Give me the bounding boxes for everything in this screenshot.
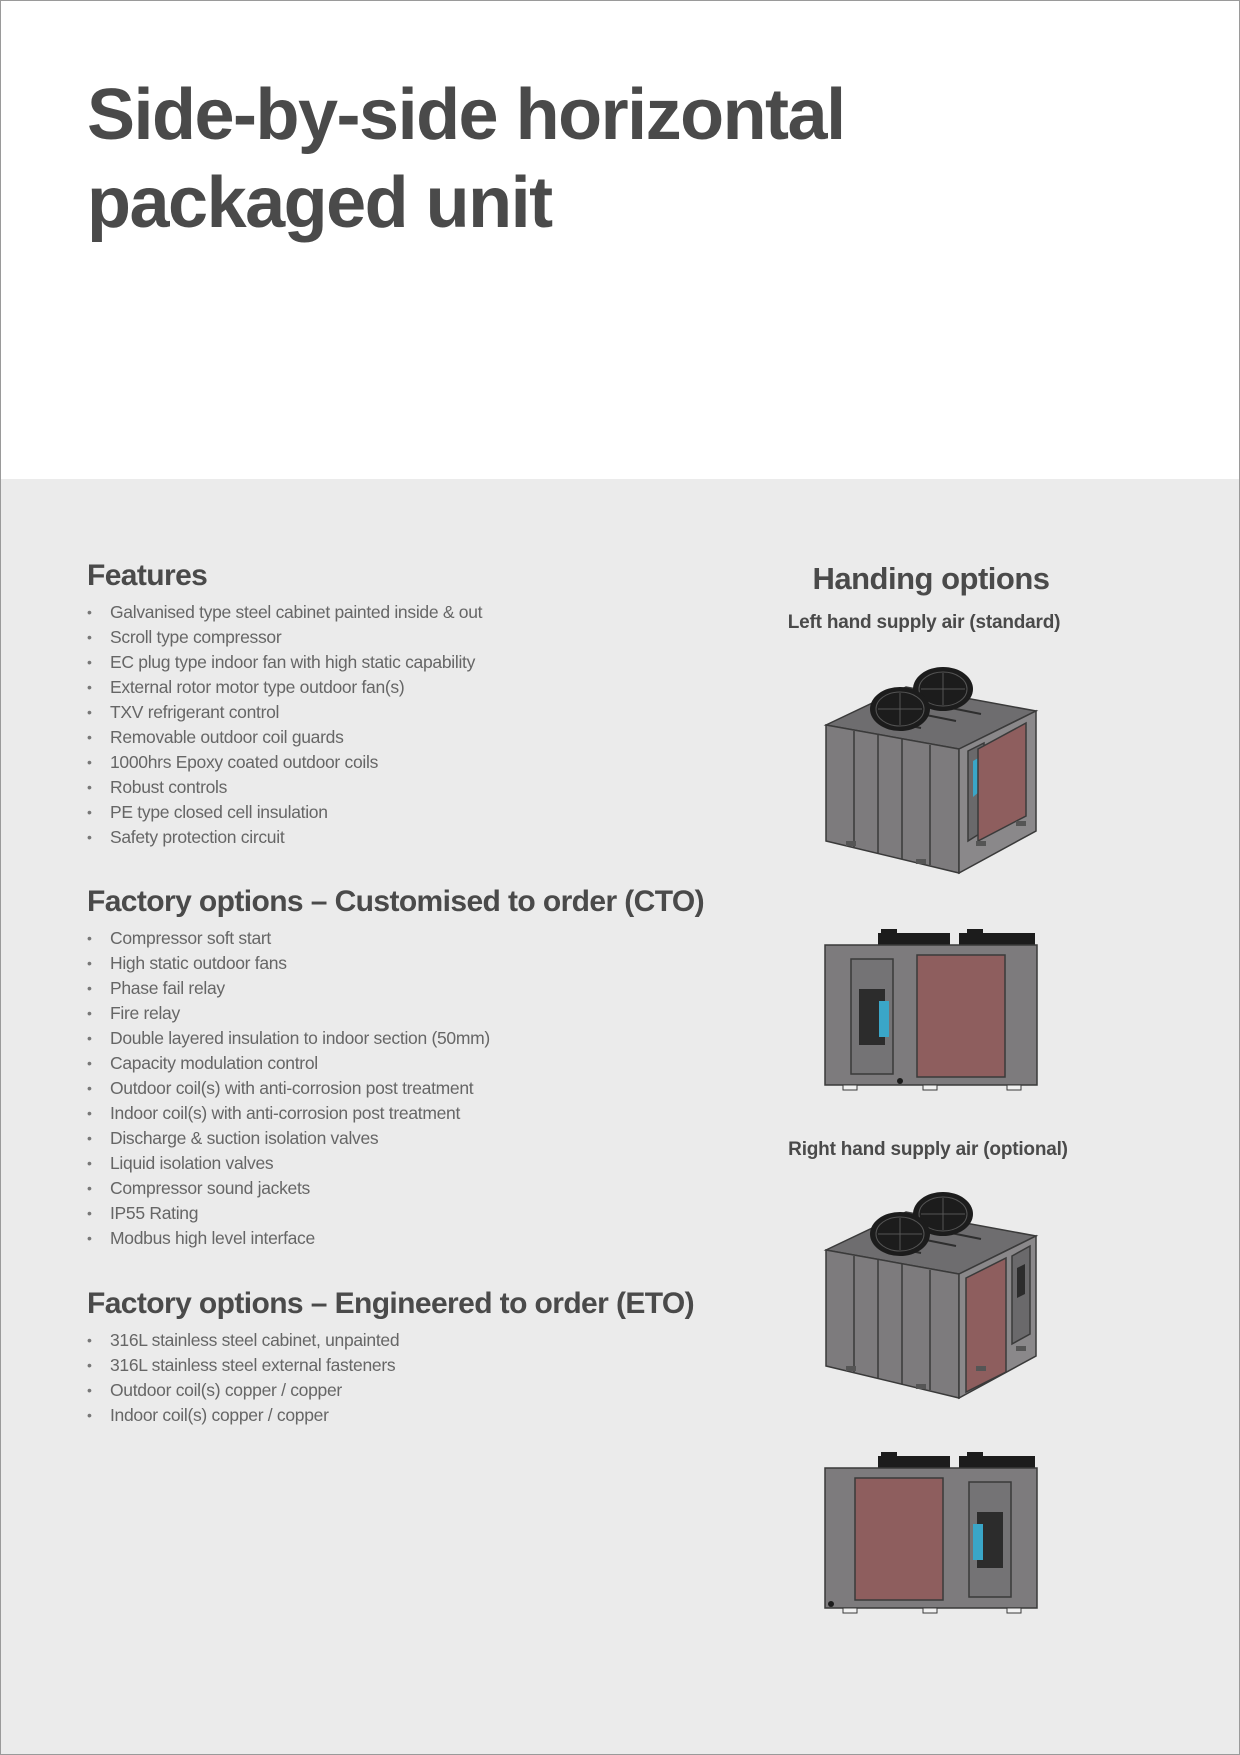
left-hand-supply-label: Left hand supply air (standard) xyxy=(787,612,1061,633)
cto-list: Compressor soft start High static outdoo… xyxy=(87,926,490,1251)
list-item: Fire relay xyxy=(87,1001,490,1026)
list-item: High static outdoor fans xyxy=(87,951,490,976)
cto-heading: Factory options – Customised to order (C… xyxy=(87,885,705,918)
page-title: Side-by-side horizontal packaged unit xyxy=(87,71,846,247)
list-item: Removable outdoor coil guards xyxy=(87,725,482,750)
list-item: 1000hrs Epoxy coated outdoor coils xyxy=(87,750,482,775)
features-list: Galvanised type steel cabinet painted in… xyxy=(87,600,483,850)
list-item: Indoor coil(s) with anti-corrosion post … xyxy=(87,1101,490,1126)
right-hand-side-view-unit-image xyxy=(824,1452,1038,1614)
list-item: Phase fail relay xyxy=(87,976,490,1001)
list-item: 316L stainless steel cabinet, unpainted xyxy=(87,1328,400,1353)
left-hand-side-view-unit-image xyxy=(824,929,1038,1091)
list-item: TXV refrigerant control xyxy=(87,700,482,725)
list-item: 316L stainless steel external fasteners xyxy=(87,1353,399,1378)
list-item: Compressor soft start xyxy=(87,926,490,951)
handing-options-heading: Handing options xyxy=(812,561,1050,596)
list-item: Double layered insulation to indoor sect… xyxy=(87,1026,490,1051)
list-item: Modbus high level interface xyxy=(87,1226,490,1251)
list-item: Indoor coil(s) copper / copper xyxy=(87,1403,399,1428)
eto-heading: Factory options – Engineered to order (E… xyxy=(87,1287,695,1320)
list-item: Discharge & suction isolation valves xyxy=(87,1126,490,1151)
list-item: EC plug type indoor fan with high static… xyxy=(87,650,482,675)
eto-list: 316L stainless steel cabinet, unpainted … xyxy=(87,1328,400,1428)
page-title-line-2: packaged unit xyxy=(87,163,553,243)
list-item: Scroll type compressor xyxy=(87,625,482,650)
list-item: Compressor sound jackets xyxy=(87,1176,490,1201)
list-item: Robust controls xyxy=(87,775,482,800)
list-item: External rotor motor type outdoor fan(s) xyxy=(87,675,482,700)
list-item: IP55 Rating xyxy=(87,1201,490,1226)
features-heading: Features xyxy=(87,559,208,592)
page-title-line-1: Side-by-side horizontal xyxy=(87,75,846,155)
list-item: Outdoor coil(s) with anti-corrosion post… xyxy=(87,1076,490,1101)
list-item: Outdoor coil(s) copper / copper xyxy=(87,1378,399,1403)
list-item: Galvanised type steel cabinet painted in… xyxy=(87,600,483,625)
left-hand-isometric-unit-image xyxy=(823,667,1039,875)
title-area: Side-by-side horizontal packaged unit xyxy=(1,1,1239,479)
right-hand-isometric-unit-image xyxy=(823,1192,1039,1400)
list-item: Safety protection circuit xyxy=(87,825,482,850)
list-item: Liquid isolation valves xyxy=(87,1151,490,1176)
right-hand-supply-label: Right hand supply air (optional) xyxy=(788,1139,1068,1160)
list-item: PE type closed cell insulation xyxy=(87,800,482,825)
list-item: Capacity modulation control xyxy=(87,1051,490,1076)
